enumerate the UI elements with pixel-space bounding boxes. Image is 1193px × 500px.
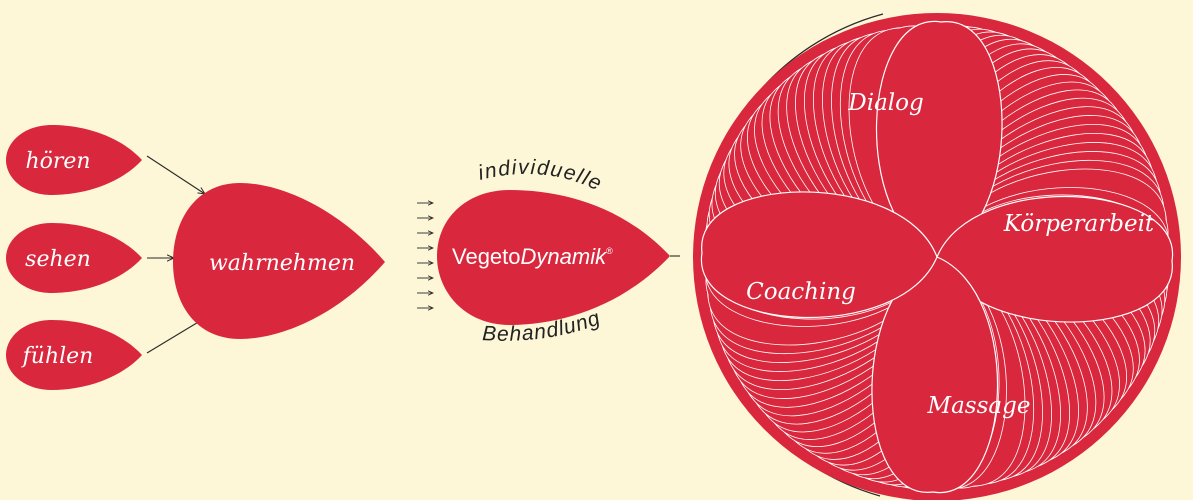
curved-label-top: individuelle bbox=[476, 156, 606, 196]
arrow-stack bbox=[417, 203, 433, 308]
drop-see: sehen bbox=[6, 223, 142, 293]
drop-perceive: wahrnehmen bbox=[173, 183, 385, 339]
petal-shapes bbox=[701, 21, 1173, 493]
brand-registered-mark: ® bbox=[606, 246, 613, 256]
drop-hear: hören bbox=[6, 125, 142, 195]
petal-label-body-work: Körperarbeit bbox=[1003, 211, 1155, 237]
petal-massage bbox=[871, 256, 998, 493]
curved-label-top-path: individuelle bbox=[476, 156, 605, 196]
drop-see-label: sehen bbox=[25, 247, 91, 272]
drop-hear-label: hören bbox=[25, 149, 90, 174]
drop-hear-shape bbox=[6, 125, 142, 195]
brand-prefix: Vegeto bbox=[452, 244, 521, 269]
arrow-feel-to-perceive bbox=[146, 318, 205, 354]
drop-perceive-shape bbox=[173, 183, 385, 339]
brand-suffix: Dynamik bbox=[521, 244, 608, 269]
drop-feel-shape bbox=[6, 320, 142, 390]
petal-dialog bbox=[876, 21, 1003, 258]
drop-perceive-label: wahrnehmen bbox=[209, 251, 355, 276]
petal-body-work bbox=[936, 196, 1173, 323]
drop-vegetodynamik: VegetoDynamik® bbox=[437, 190, 670, 325]
petal-label-massage: Massage bbox=[927, 393, 1031, 419]
petal-label-coaching: Coaching bbox=[746, 279, 856, 305]
drop-feel-label: fühlen bbox=[21, 344, 94, 369]
drop-vegetodynamik-shape bbox=[437, 190, 670, 325]
drop-see-shape bbox=[6, 223, 142, 293]
arrow-hear-to-perceive bbox=[146, 155, 205, 194]
brand-logo: VegetoDynamik® bbox=[452, 244, 613, 269]
petal-coaching bbox=[701, 191, 938, 318]
petal-label-dialog: Dialog bbox=[847, 90, 923, 116]
drop-feel: fühlen bbox=[6, 320, 142, 390]
petal-circle: Dialog Körperarbeit Coaching Massage bbox=[693, 13, 1181, 500]
